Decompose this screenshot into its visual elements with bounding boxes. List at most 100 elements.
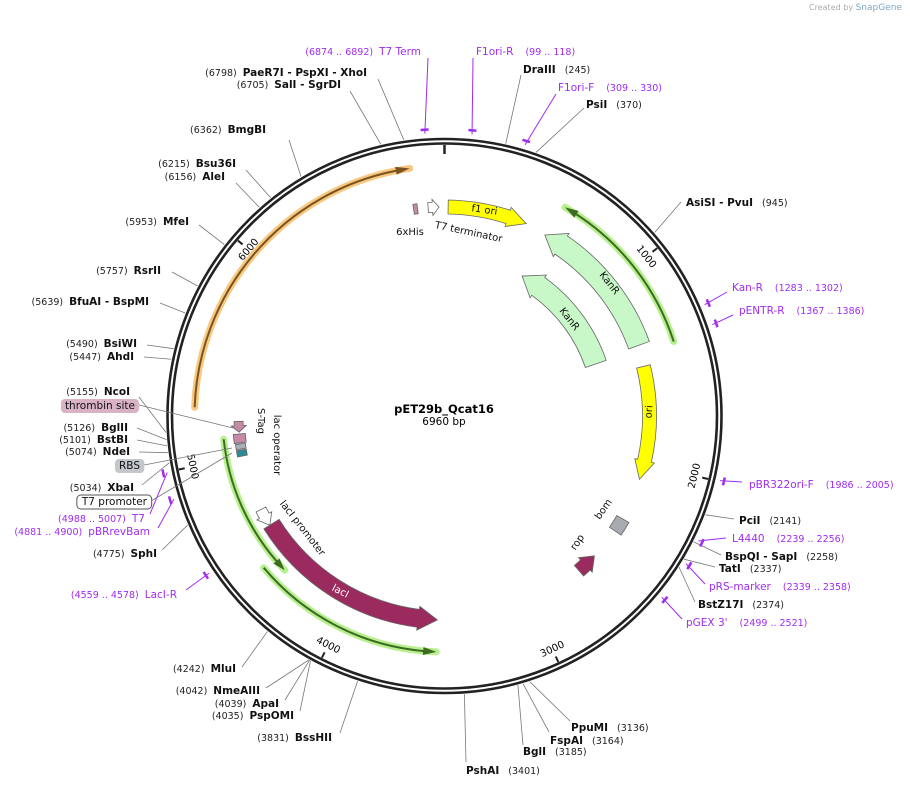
- primer-label[interactable]: pBR322ori-F(1986 .. 2005): [749, 479, 894, 491]
- ori-arrow[interactable]: [634, 364, 657, 481]
- enzyme-site[interactable]: (5757)RsrII: [96, 265, 198, 287]
- thrombin-feature[interactable]: [232, 432, 247, 445]
- primer-label[interactable]: pENTR-R(1367 .. 1386): [739, 305, 864, 317]
- primer-label[interactable]: F1ori-F(309 .. 330): [558, 82, 662, 94]
- primer-label[interactable]: (6874 .. 6892)T7 Term: [305, 46, 421, 58]
- primer-site[interactable]: F1ori-F(309 .. 330): [522, 82, 662, 145]
- enzyme-label[interactable]: PpuMI(3136): [571, 722, 649, 734]
- green-feature-arc-kan[interactable]: [561, 203, 678, 346]
- bom-feature[interactable]: [608, 514, 630, 536]
- enzyme-site[interactable]: DraIII(245): [505, 64, 591, 144]
- primer-label[interactable]: (4881 .. 4900)pBRrevBam: [14, 526, 150, 538]
- enzyme-label[interactable]: PciI(2141): [739, 515, 801, 527]
- enzyme-label[interactable]: (5074)NdeI: [65, 446, 130, 458]
- enzyme-label[interactable]: BspQI - SapI(2258): [725, 551, 838, 563]
- enzyme-site[interactable]: (4042)NmeAIII: [176, 659, 310, 697]
- t7-terminator-arrow[interactable]: [427, 198, 440, 217]
- green-feature-arc-laci[interactable]: [260, 564, 440, 656]
- primer-label[interactable]: L4440(2239 .. 2256): [732, 533, 844, 545]
- enzyme-site[interactable]: PciI(2141): [705, 514, 801, 527]
- primer-label[interactable]: pRS-marker(2339 .. 2358): [709, 581, 851, 593]
- rbs-feature[interactable]: [235, 442, 247, 451]
- primer-site[interactable]: F1ori-R(99 .. 118): [468, 46, 575, 135]
- enzyme-site[interactable]: (5034)XbaI: [70, 462, 170, 494]
- primer-site[interactable]: Kan-R(1283 .. 1302): [704, 282, 843, 308]
- enzyme-label[interactable]: (4775)SphI: [93, 548, 157, 560]
- primer-site[interactable]: (4559 .. 4578)LacI-R: [71, 571, 210, 601]
- enzyme-label[interactable]: (6362)BmgBI: [190, 124, 266, 136]
- enzyme-label[interactable]: (5034)XbaI: [70, 482, 134, 494]
- rop-arrow[interactable]: [573, 555, 595, 577]
- enzyme-site[interactable]: (5490)BsiWI: [66, 338, 174, 350]
- enzyme-site[interactable]: (4775)SphI: [93, 524, 188, 560]
- enzyme-site[interactable]: BglI(3185): [517, 685, 587, 758]
- feature-label-box[interactable]: T7 promoter: [76, 452, 233, 510]
- s-tag-arrow[interactable]: [230, 420, 248, 433]
- enzyme-site[interactable]: (6215)Bsu36I: [158, 158, 271, 199]
- primer-site[interactable]: (6874 .. 6892)T7 Term: [305, 46, 429, 134]
- primer-site[interactable]: pENTR-R(1367 .. 1386): [712, 305, 864, 328]
- enzyme-label[interactable]: (3831)BssHII: [257, 732, 332, 744]
- primer-label[interactable]: pGEX 3'(2499 .. 2521): [686, 617, 807, 629]
- enzyme-site[interactable]: (6362)BmgBI: [190, 124, 302, 177]
- enzyme-label[interactable]: (4042)NmeAIII: [176, 685, 260, 697]
- enzyme-site[interactable]: (4039)ApaI: [215, 660, 310, 710]
- enzyme-label[interactable]: (6215)Bsu36I: [158, 158, 236, 170]
- feature-label-box[interactable]: thrombin site: [60, 399, 234, 429]
- enzyme-label[interactable]: (6798)PaeR7I - PspXI - XhoI: [205, 67, 367, 79]
- primer-site[interactable]: pBR322ori-F(1986 .. 2005): [720, 477, 894, 491]
- enzyme-site[interactable]: TatI(2337): [683, 558, 781, 575]
- enzyme-label[interactable]: (6705)SalI - SgrDI: [237, 79, 341, 91]
- enzyme-site[interactable]: (5126)BglII: [63, 422, 167, 441]
- primer-site[interactable]: (4988 .. 5007)T7: [58, 469, 168, 525]
- primer-label[interactable]: F1ori-R(99 .. 118): [476, 46, 575, 58]
- f1-ori-arrow[interactable]: [447, 199, 527, 227]
- enzyme-site[interactable]: FspAI(3164): [522, 683, 624, 747]
- green-feature-arc-lacop[interactable]: [220, 435, 289, 574]
- enzyme-label[interactable]: (5490)BsiWI: [66, 338, 137, 350]
- enzyme-label[interactable]: PsiI(370): [586, 99, 642, 111]
- his-tag-feature[interactable]: [412, 203, 419, 215]
- primer-label[interactable]: (4988 .. 5007)T7: [58, 513, 145, 525]
- enzyme-site[interactable]: BspQI - SapI(2258): [693, 541, 838, 563]
- kanr-outer-arrow[interactable]: [544, 233, 650, 350]
- enzyme-site[interactable]: (6705)SalI - SgrDI: [237, 79, 382, 145]
- enzyme-label[interactable]: PshAI(3401): [466, 765, 540, 777]
- enzyme-site[interactable]: BstZ17I(2374): [678, 566, 784, 611]
- laci-arrow[interactable]: [263, 518, 439, 631]
- enzyme-site[interactable]: (5101)BstBI: [59, 434, 168, 447]
- enzyme-site[interactable]: (4242)MluI: [173, 631, 268, 675]
- enzyme-site[interactable]: (5639)BfuAI - BspMI: [32, 296, 186, 314]
- primer-site[interactable]: pRS-marker(2339 .. 2358): [685, 561, 851, 593]
- enzyme-site[interactable]: AsiSI - PvuI(945): [654, 197, 788, 233]
- enzyme-label[interactable]: (5639)BfuAI - BspMI: [32, 296, 149, 308]
- orange-feature-arc[interactable]: [191, 164, 414, 411]
- enzyme-label[interactable]: (5101)BstBI: [59, 434, 128, 446]
- enzyme-site[interactable]: PpuMI(3136): [529, 681, 649, 734]
- laci-promoter-arrow[interactable]: [255, 506, 273, 526]
- primer-label[interactable]: Kan-R(1283 .. 1302): [732, 282, 843, 294]
- enzyme-label[interactable]: DraIII(245): [523, 64, 590, 76]
- enzyme-site[interactable]: (6798)PaeR7I - PspXI - XhoI: [205, 67, 405, 141]
- enzyme-label[interactable]: AsiSI - PvuI(945): [686, 197, 788, 209]
- enzyme-site[interactable]: (5155)NcoI: [66, 386, 167, 433]
- enzyme-label[interactable]: (4039)ApaI: [215, 698, 279, 710]
- enzyme-label[interactable]: (6156)AleI: [165, 171, 225, 183]
- primer-label[interactable]: (4559 .. 4578)LacI-R: [71, 589, 177, 601]
- enzyme-label[interactable]: (4242)MluI: [173, 663, 236, 675]
- enzyme-site[interactable]: (5447)AhdI: [69, 351, 172, 363]
- enzyme-label[interactable]: (5447)AhdI: [69, 351, 134, 363]
- enzyme-label[interactable]: (5155)NcoI: [66, 386, 130, 398]
- enzyme-site[interactable]: (5953)MfeI: [125, 216, 225, 245]
- enzyme-site[interactable]: (6156)AleI: [165, 171, 260, 208]
- feature-label-box[interactable]: RBS: [115, 447, 233, 473]
- enzyme-label[interactable]: (5126)BglII: [63, 422, 128, 434]
- enzyme-label[interactable]: BstZ17I(2374): [698, 599, 784, 611]
- enzyme-label[interactable]: BglI(3185): [523, 746, 587, 758]
- kanr-inner-arrow[interactable]: [521, 274, 607, 368]
- primer-site[interactable]: pGEX 3'(2499 .. 2521): [661, 595, 808, 629]
- primer-site[interactable]: L4440(2239 .. 2256): [698, 533, 844, 547]
- enzyme-label[interactable]: (5757)RsrII: [96, 265, 161, 277]
- enzyme-site[interactable]: (4035)PspOMI: [212, 660, 311, 722]
- enzyme-site[interactable]: PsiI(370): [535, 99, 642, 153]
